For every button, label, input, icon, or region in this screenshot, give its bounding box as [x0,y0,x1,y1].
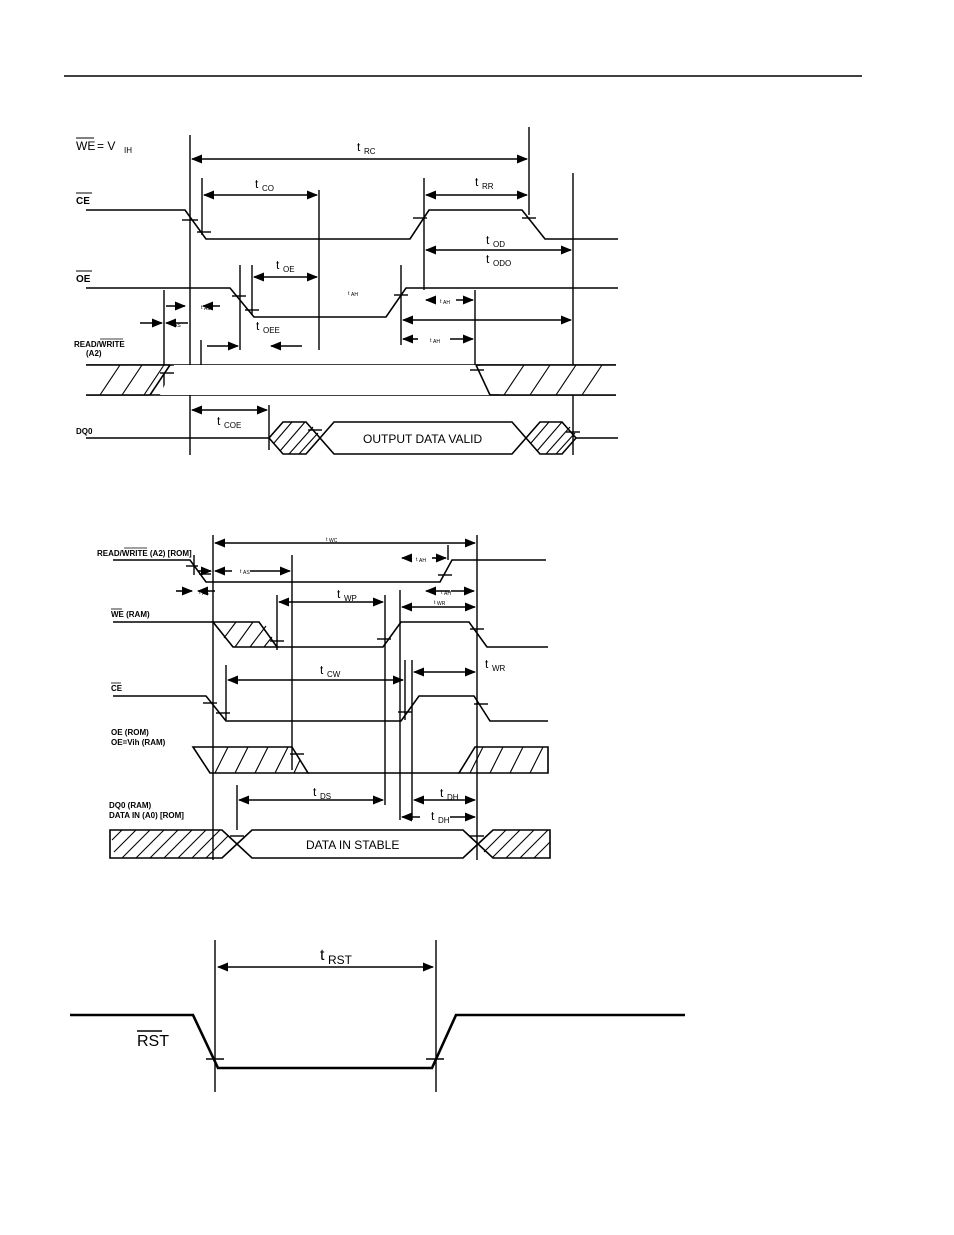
tas1-label: t [201,305,203,311]
trc-label: t [357,140,361,154]
rst-label: RST [137,1033,169,1050]
write-ce-waveform [113,696,548,721]
wc-tas1-label: t [240,569,242,575]
trc-sub: RC [364,147,376,156]
trst-sub: RST [328,953,353,967]
tah-right1-sub: AH [443,300,450,306]
todo-sub: ODO [493,259,511,268]
wc-tah2-sub: AH [444,591,451,597]
write-we-label: WE (RAM) [111,610,150,619]
tdh2-label: t [431,809,435,823]
toee-sub: OEE [263,326,280,335]
twr-sub: WR [492,664,506,673]
twr-label: t [485,657,489,671]
wc-tas2-sub: AS [202,591,209,597]
write-dq1-label: DQ0 (RAM) [109,801,152,810]
twp-sub: WP [344,594,357,603]
tds-sub: DS [320,792,331,801]
toe-label: t [276,258,280,272]
we-suffix: = V [97,139,115,153]
trr-sub: RR [482,182,494,191]
write-rw-label: READ/WRITE (A2) [ROM] [97,549,192,558]
tdh1-label: t [440,786,444,800]
write-rw-waveform [113,560,546,582]
toe-sub: OE [283,265,295,274]
toee-label: t [256,319,260,333]
write-cycle-diagram: t WC t AH READ/WRITE (A2) [ROM] t AS t A… [97,535,550,860]
read-ce-label: CE [76,196,90,207]
twc-label: t [326,537,328,543]
write-dq2-label: DATA IN (A0) [ROM] [109,811,184,820]
we-label: WE [76,139,95,153]
read-oe-label: OE [76,274,91,285]
tah-mid-sub: AH [351,292,358,298]
read-rw-waveform [86,365,616,395]
write-oe2-label: OE=Vih (RAM) [111,738,166,747]
read-rw-label: READ/WRITE [74,340,125,349]
read-cycle-diagram: WE = V IH t RC t CO t RR CE [74,127,618,455]
we-vih-label: WE = V IH [76,138,132,155]
tds-label: t [313,785,317,799]
tah-mid-label: t [348,291,350,297]
twr-top-label: t [434,600,436,606]
tas1-sub: AS [204,306,211,312]
write-oe-waveform [193,747,548,773]
tah-right2-label: t [430,338,432,344]
tco-sub: CO [262,184,274,193]
write-oe1-label: OE (ROM) [111,728,149,737]
wc-tah-label: t [416,557,418,563]
tcoe-sub: COE [224,421,241,430]
wc-tah-sub: AH [419,558,426,564]
data-in-stable: DATA IN STABLE [306,838,399,852]
tdh2-sub: DH [438,816,450,825]
reset-diagram: t RST RST [70,940,685,1092]
tas2-sub: AS [174,323,181,329]
tco-label: t [255,177,259,191]
trr-label: t [475,175,479,189]
tod-sub: OD [493,240,505,249]
todo-label: t [486,252,490,266]
read-dq-waveform: OUTPUT DATA VALID [86,422,618,454]
twr-top-sub: WR [437,601,446,607]
trst-label: t [320,947,325,964]
write-we-waveform [113,622,548,647]
wc-tas1-sub: AS [243,570,250,576]
read-ce-waveform [86,210,618,239]
write-ce-label: CE [111,684,123,693]
read-dq-label: DQ0 [76,427,93,436]
read-rw-sub: (A2) [86,349,102,358]
tdh1-sub: DH [447,793,459,802]
tah-right2-sub: AH [433,339,440,345]
tcoe-label: t [217,414,221,428]
output-data-valid: OUTPUT DATA VALID [363,432,482,446]
tcw-label: t [320,663,324,677]
tod-label: t [486,233,490,247]
write-dq-waveform: DATA IN STABLE [110,830,550,858]
tah-right1-label: t [440,299,442,305]
tcw-sub: CW [327,670,341,679]
twp-label: t [337,587,341,601]
we-sub: IH [124,146,132,155]
twc-sub: WC [329,538,338,544]
